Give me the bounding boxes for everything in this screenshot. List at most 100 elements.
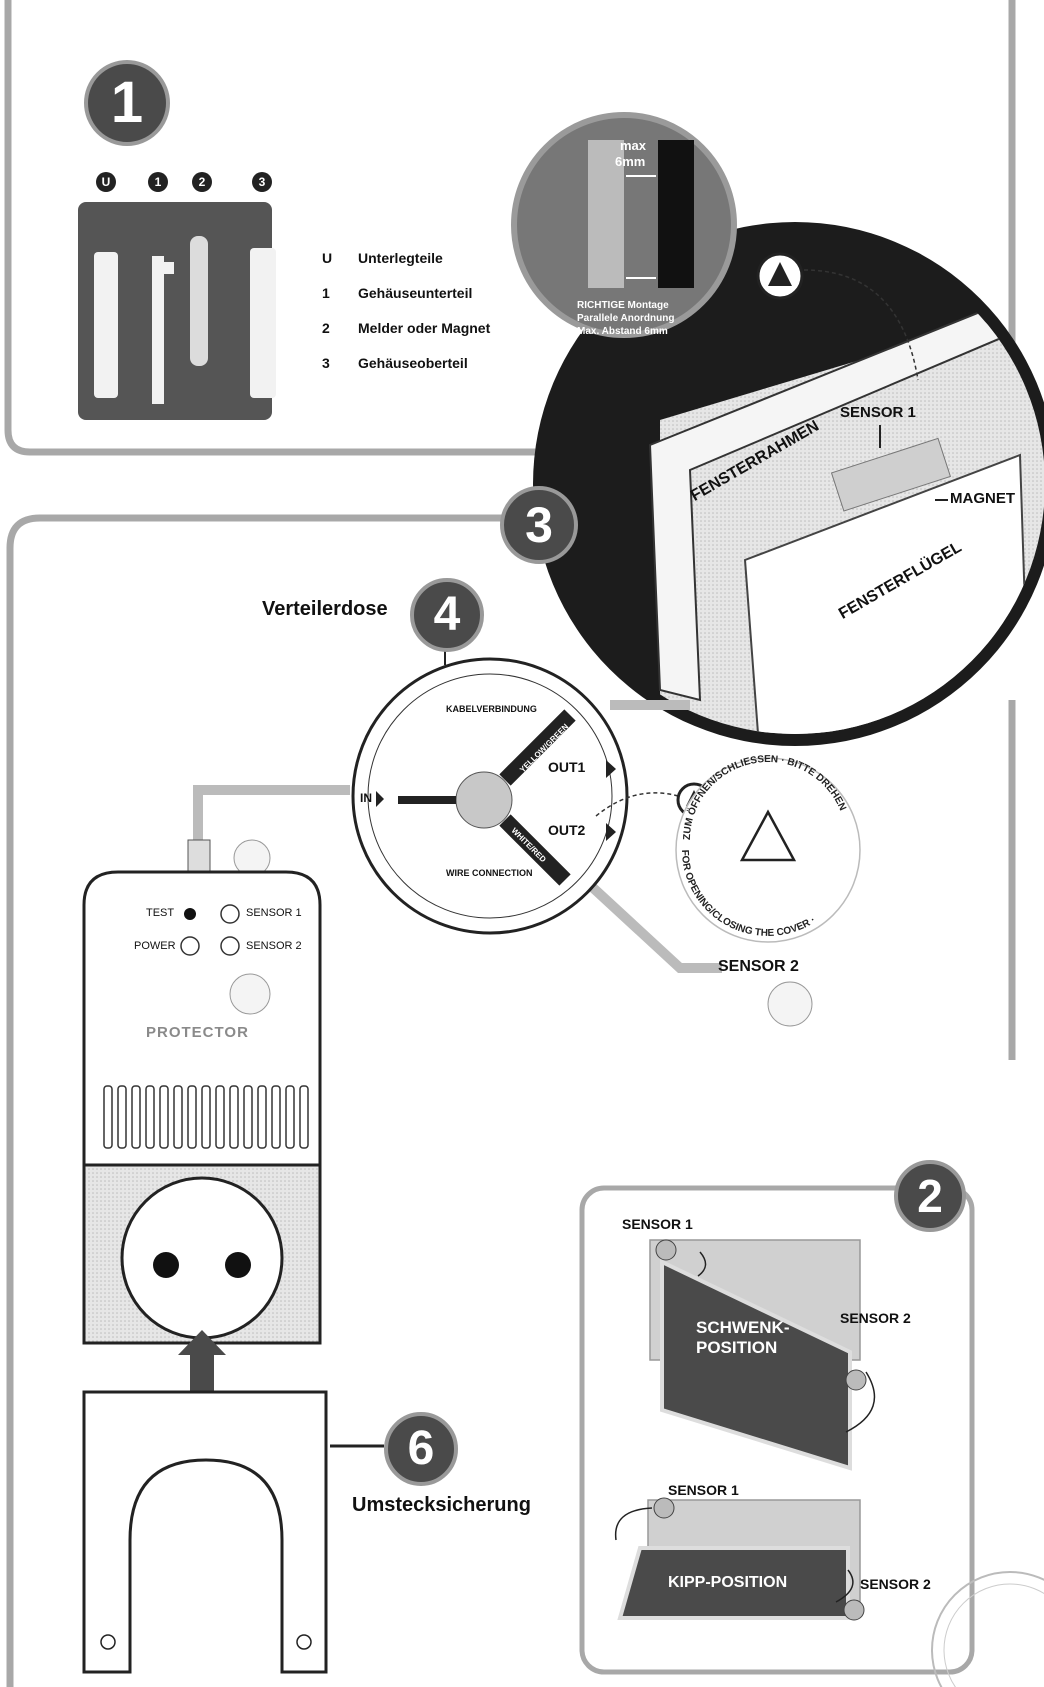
device-connector bbox=[187, 839, 211, 875]
junction-wire-label: WIRE CONNECTION bbox=[446, 868, 533, 878]
device-vents bbox=[103, 1085, 309, 1149]
sensor2-label: SENSOR 2 bbox=[718, 958, 799, 975]
vent-slot bbox=[173, 1085, 183, 1149]
vent-slot bbox=[257, 1085, 267, 1149]
junction-hub bbox=[455, 771, 513, 829]
legend-text: Melder oder Magnet bbox=[358, 320, 491, 336]
cover-info-icon bbox=[739, 809, 797, 862]
part-marker-2: 2 bbox=[192, 172, 212, 192]
legend-row-2: 2 Melder oder Magnet bbox=[322, 320, 490, 336]
legend-row-u: U Unterlegteile bbox=[322, 250, 443, 266]
legend-text: Gehäuseoberteil bbox=[358, 355, 468, 371]
legend-key: 3 bbox=[322, 355, 330, 371]
seal-stamp-inner bbox=[943, 1583, 1044, 1687]
part-1 bbox=[152, 256, 164, 404]
sensor1-led-icon bbox=[220, 904, 240, 924]
part-2 bbox=[190, 236, 208, 366]
seal-stamp bbox=[931, 1571, 1044, 1687]
cover-arrow bbox=[595, 792, 691, 817]
section-4-border bbox=[6, 514, 510, 1687]
vent-slot bbox=[229, 1085, 239, 1149]
cover-disc bbox=[675, 757, 861, 943]
cable-sensor2 bbox=[586, 881, 722, 973]
tilt-sensor1-label: SENSOR 1 bbox=[668, 1482, 739, 1498]
junction-title: Verteilerdose bbox=[262, 598, 388, 620]
window-magnet-label: MAGNET bbox=[950, 490, 1015, 507]
mounting-sensor bbox=[588, 140, 624, 288]
power-led-icon bbox=[180, 936, 200, 956]
swing-sensor1-label: SENSOR 1 bbox=[622, 1216, 693, 1232]
mounting-caption-1: RICHTIGE Montage bbox=[577, 300, 669, 311]
socket-hole-right bbox=[225, 1252, 251, 1278]
cable-in bbox=[193, 785, 350, 850]
vent-slot bbox=[187, 1085, 197, 1149]
step-2-badge: 2 bbox=[894, 1160, 966, 1232]
sensor-block bbox=[830, 437, 952, 512]
legend-key: U bbox=[322, 250, 333, 266]
vent-slot bbox=[201, 1085, 211, 1149]
test-led-icon bbox=[184, 908, 196, 920]
out2-arrow-icon bbox=[606, 823, 616, 841]
legend-key: 2 bbox=[322, 320, 330, 336]
mounting-magnet bbox=[658, 140, 694, 288]
part-u bbox=[94, 252, 118, 398]
swing-sensor2-label: SENSOR 2 bbox=[840, 1310, 911, 1326]
vent-slot bbox=[271, 1085, 281, 1149]
tilt-arrow-2 bbox=[835, 1569, 854, 1603]
tilt-sensor2-label: SENSOR 2 bbox=[860, 1576, 931, 1592]
legend-row-3: 3 Gehäuseoberteil bbox=[322, 355, 468, 371]
vent-slot bbox=[131, 1085, 141, 1149]
swing-arrow-1 bbox=[697, 1251, 707, 1277]
mounting-caption-2: Parallele Anordnung bbox=[577, 313, 675, 324]
vent-slot bbox=[215, 1085, 225, 1149]
part-marker-3: 3 bbox=[252, 172, 272, 192]
warning-icon-triangle bbox=[768, 262, 792, 286]
device-dome-mid bbox=[229, 973, 271, 1015]
junction-out1-label: OUT1 bbox=[548, 759, 586, 775]
part-3 bbox=[250, 248, 276, 398]
device-sensor2-label: SENSOR 2 bbox=[246, 940, 302, 952]
tilt-position-label: KIPP-POSITION bbox=[668, 1574, 788, 1591]
junction-out2-label: OUT2 bbox=[548, 822, 586, 838]
wire-out2 bbox=[499, 814, 571, 886]
swing-arrow-2 bbox=[845, 1371, 876, 1433]
swing-sensor2-dot bbox=[845, 1369, 867, 1391]
vent-slot bbox=[299, 1085, 309, 1149]
swing-position-line2: POSITION bbox=[696, 1338, 778, 1357]
sensor2-dome bbox=[767, 981, 813, 1027]
socket-face bbox=[120, 1176, 284, 1340]
swing-sash bbox=[660, 1258, 852, 1471]
wire-out1 bbox=[499, 709, 576, 786]
vent-slot bbox=[243, 1085, 253, 1149]
out1-arrow-icon bbox=[606, 760, 616, 778]
u-lock bbox=[82, 1390, 328, 1674]
part-marker-u: U bbox=[96, 172, 116, 192]
mounting-caption-3: Max. Abstand 6mm bbox=[577, 326, 668, 337]
insert-arrow-icon bbox=[178, 1330, 226, 1392]
tilt-arrow-1 bbox=[614, 1507, 653, 1541]
junction-in-label: IN bbox=[360, 791, 372, 805]
legend-text: Unterlegteile bbox=[358, 250, 443, 266]
device-test-label: TEST bbox=[146, 907, 175, 919]
vent-slot bbox=[145, 1085, 155, 1149]
part-marker-1: 1 bbox=[148, 172, 168, 192]
swing-sensor1-dot bbox=[655, 1239, 677, 1261]
tilt-sensor1-dot bbox=[653, 1497, 675, 1519]
u-lock-hole-left bbox=[100, 1634, 116, 1650]
vent-slot bbox=[103, 1085, 113, 1149]
u-lock-hole-right bbox=[296, 1634, 312, 1650]
socket-hole-left bbox=[153, 1252, 179, 1278]
mounting-distance-label: 6mm bbox=[615, 154, 646, 169]
swing-position-line1: SCHWENK- bbox=[696, 1318, 790, 1337]
junction-inner-ring bbox=[367, 673, 613, 919]
junction-cable-label: KABELVERBINDUNG bbox=[446, 704, 537, 714]
device-sensor1-label: SENSOR 1 bbox=[246, 907, 302, 919]
part-1-teeth bbox=[164, 262, 174, 274]
tilt-sensor2-dot bbox=[843, 1599, 865, 1621]
legend-text: Gehäuseunterteil bbox=[358, 285, 473, 301]
vent-slot bbox=[117, 1085, 127, 1149]
device-brand-logo: PROTECTOR bbox=[146, 1024, 249, 1041]
parts-photo bbox=[78, 202, 272, 420]
